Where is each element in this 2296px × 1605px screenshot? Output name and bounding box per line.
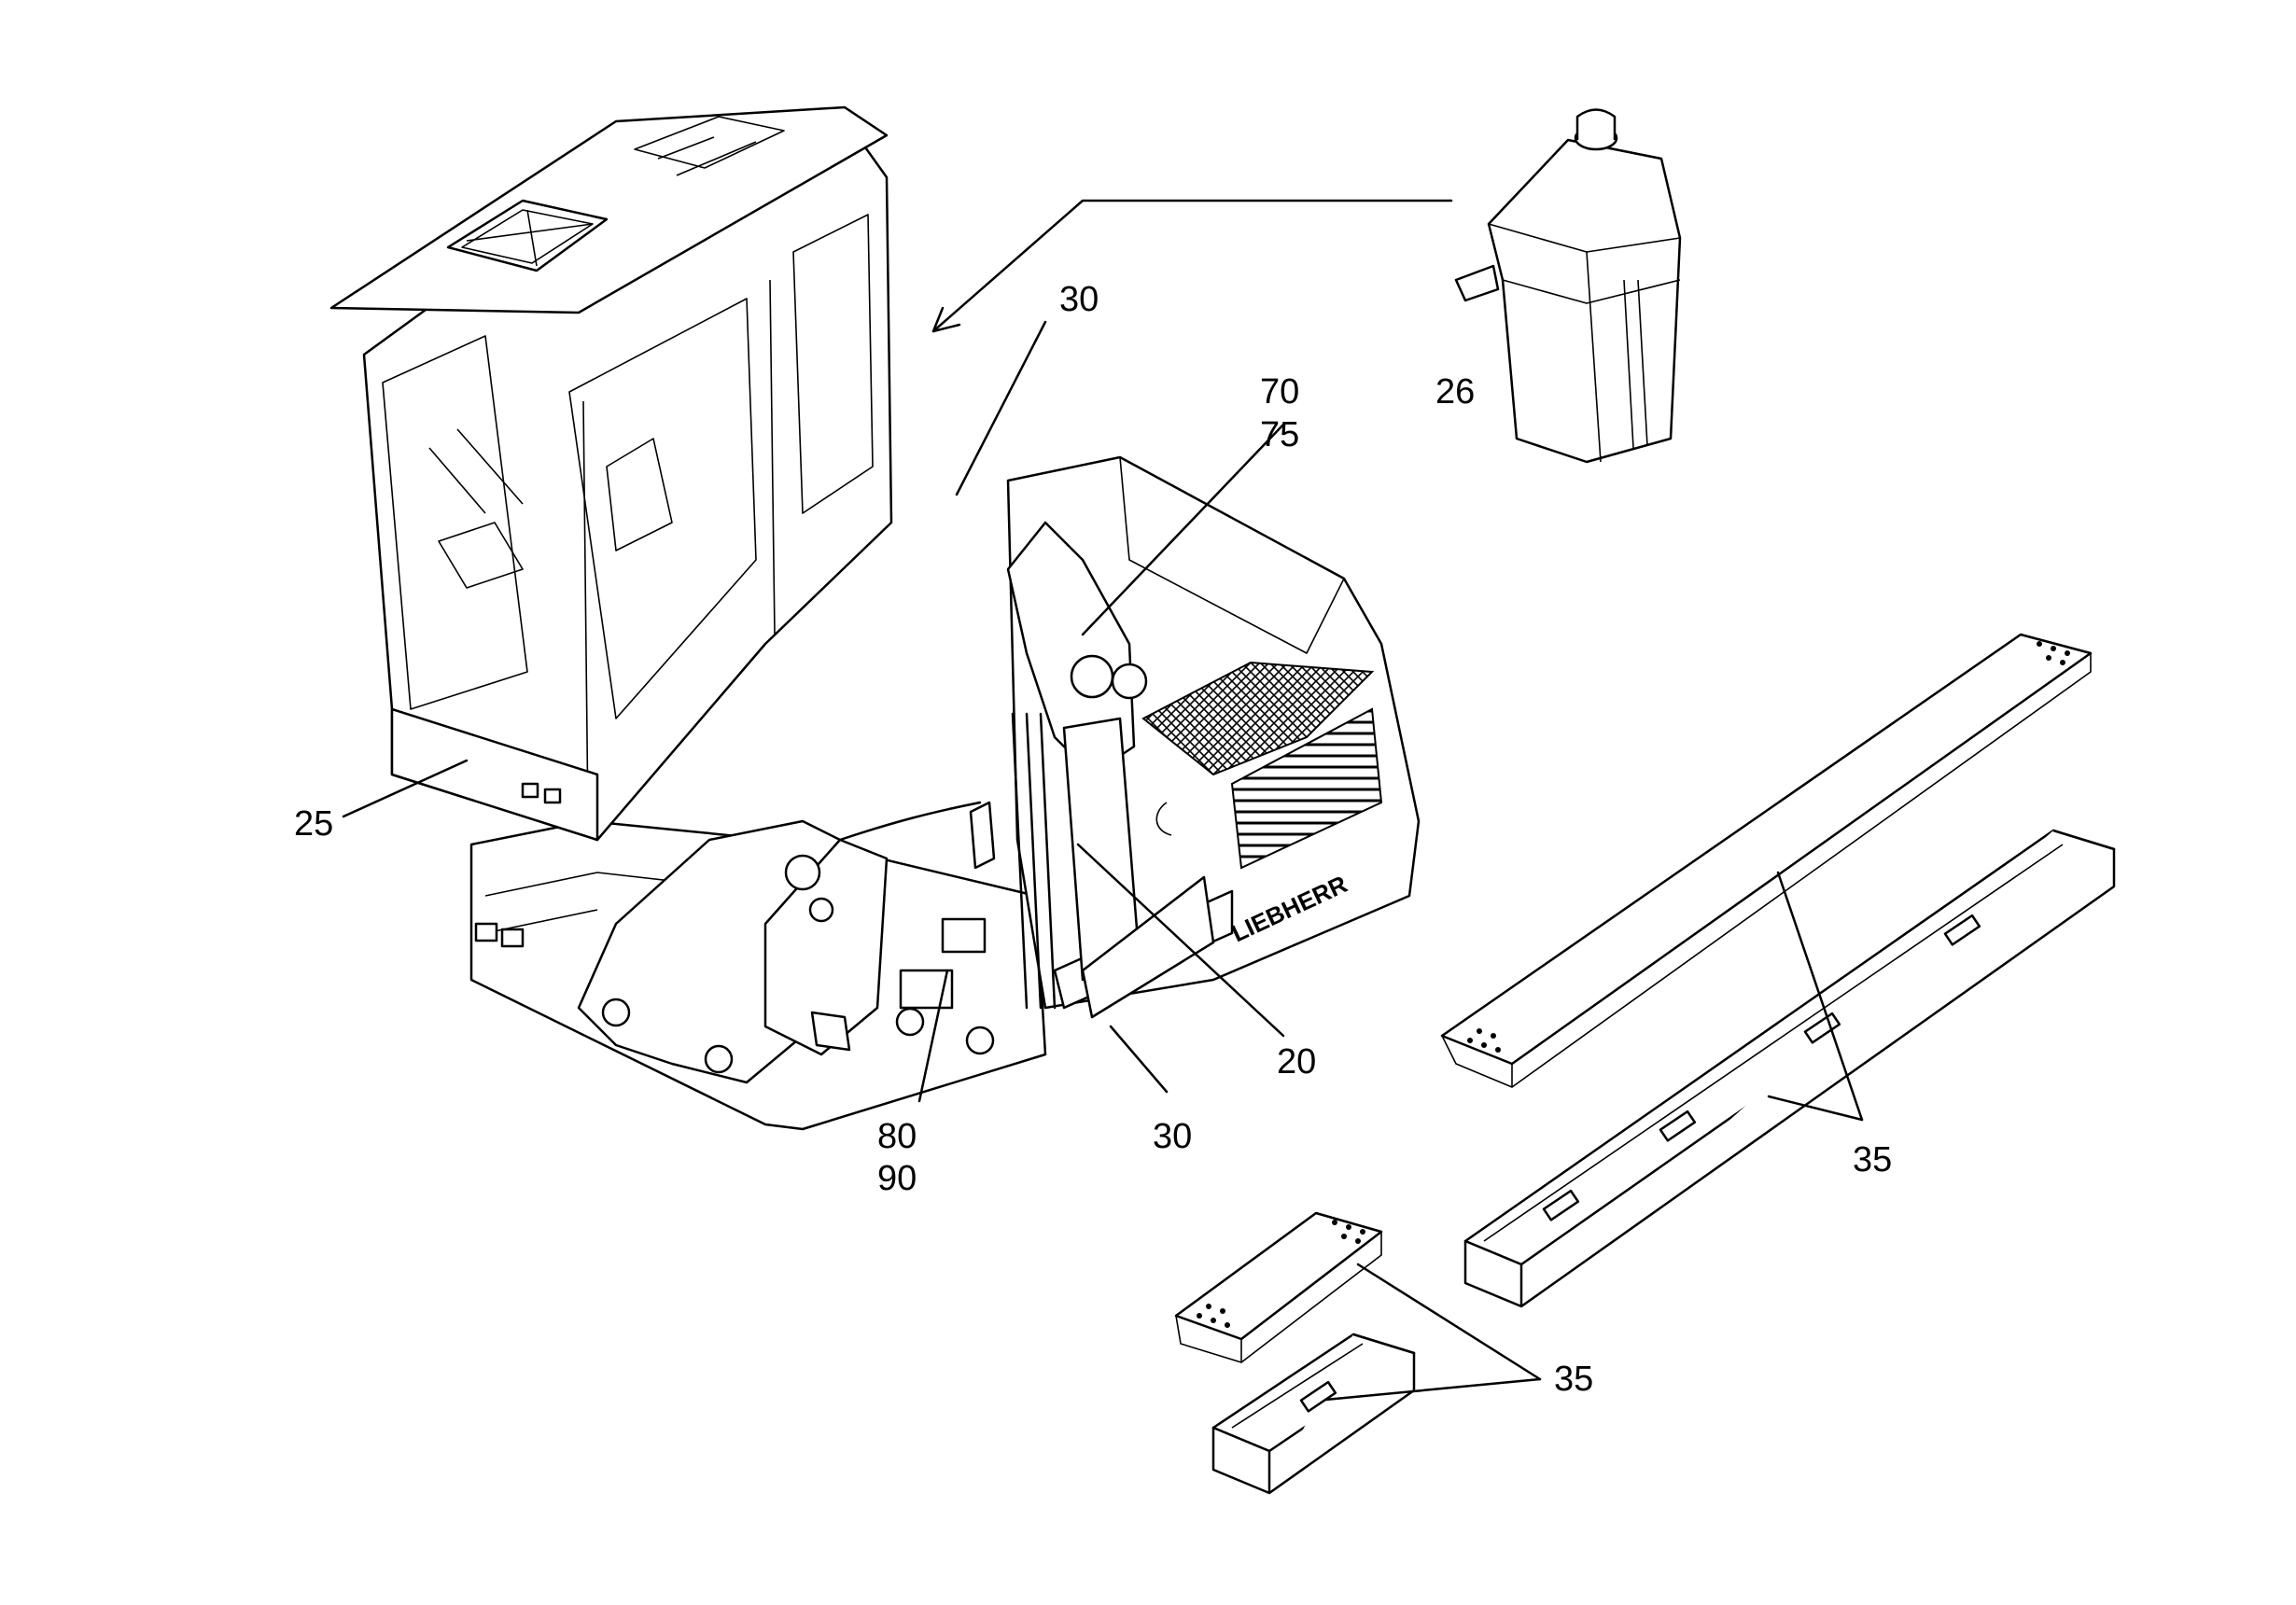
leader-lines	[342, 199, 1864, 1402]
hydraulic-valves	[838, 801, 996, 1055]
callout-25: 25	[294, 804, 333, 844]
leader-35-right-a	[1776, 871, 1864, 1122]
long-step-plate-part	[1440, 633, 2093, 1088]
operator-cab	[329, 105, 893, 842]
callout-35-right: 35	[1853, 1140, 1892, 1179]
callout-75: 75	[1260, 415, 1299, 454]
short-step-bracket-part	[1211, 1333, 1416, 1495]
leader-30-bottom	[1109, 1025, 1169, 1094]
leader-35-bottom-a	[1356, 1263, 1542, 1381]
front-attachment-mount	[577, 819, 889, 1084]
leader-80-90	[917, 969, 949, 1103]
engine-grille	[1141, 661, 1375, 776]
leader-30-top	[955, 320, 1047, 496]
leader-70-75	[1081, 423, 1285, 636]
callout-20: 20	[1277, 1042, 1316, 1082]
leader-25	[342, 759, 469, 818]
reservoir-tank-part	[1454, 108, 1682, 464]
callout-35-bottom: 35	[1554, 1360, 1593, 1399]
callout-90: 90	[877, 1159, 917, 1198]
leader-35-right-b	[1767, 1095, 1864, 1122]
side-louvre	[1230, 707, 1383, 870]
leader-26-arrowhead	[931, 306, 961, 333]
short-step-plate-part	[1174, 1211, 1383, 1363]
boom-and-cylinders	[1006, 521, 1215, 1019]
long-step-bracket-part	[1463, 829, 2116, 1308]
callout-30-bottom: 30	[1153, 1117, 1192, 1156]
callout-70: 70	[1260, 372, 1299, 412]
callout-labels: 25 26 30 70 75 20 30 80 90 35 35	[294, 280, 1892, 1399]
callout-26: 26	[1435, 372, 1475, 412]
leader-20	[1076, 843, 1285, 1038]
cab-roof	[329, 105, 889, 314]
leader-35-bottom-b	[1323, 1377, 1542, 1402]
callout-80: 80	[877, 1117, 917, 1156]
callout-30-top: 30	[1059, 280, 1099, 319]
leader-26-arrow	[931, 199, 1453, 333]
